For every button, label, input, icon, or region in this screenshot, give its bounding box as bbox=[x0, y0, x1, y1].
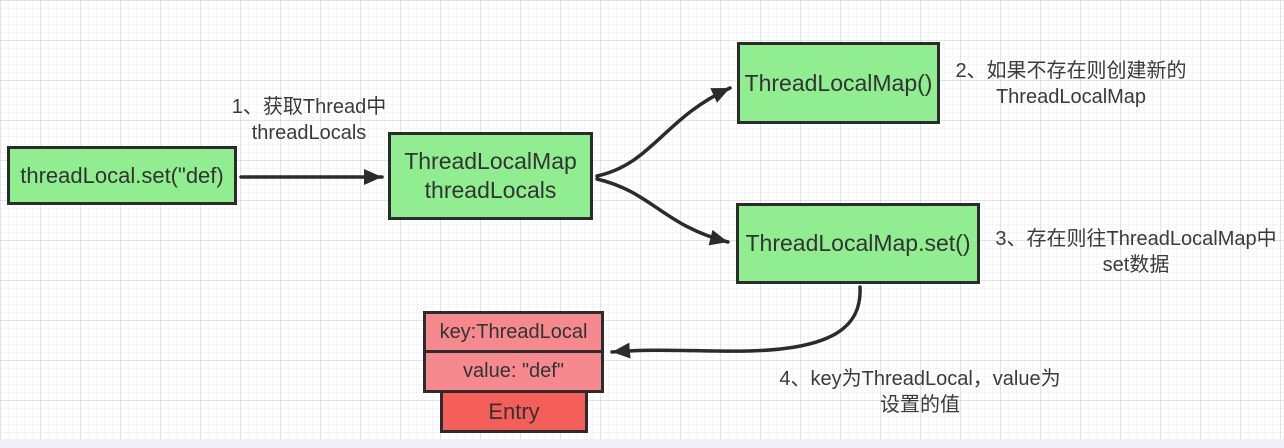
arrow-set-to-entry bbox=[610, 285, 862, 359]
node-entry: Entry bbox=[440, 390, 588, 433]
annotation-step2-line2: ThreadLocalMap bbox=[995, 86, 1147, 108]
node-threadlocal-set: threadLocal.set("def) bbox=[7, 146, 237, 205]
annotation-step3-line1: 3、存在则往ThreadLocalMap中 bbox=[995, 228, 1277, 250]
node-threadlocalmap-line2: threadLocals bbox=[424, 177, 557, 203]
annotation-step3: 3、存在则往ThreadLocalMap中 set数据 bbox=[988, 226, 1284, 278]
node-entry-key-label: key:ThreadLocal bbox=[439, 320, 588, 343]
annotation-step1-line2: threadLocals bbox=[251, 122, 367, 144]
node-entry-label: Entry bbox=[488, 398, 540, 424]
annotation-step3-line2: set数据 bbox=[1102, 254, 1170, 276]
node-threadlocalmap-set: ThreadLocalMap.set() bbox=[736, 203, 980, 284]
node-threadlocal-set-label: threadLocal.set("def) bbox=[20, 162, 224, 188]
annotation-step1: 1、获取Thread中 threadLocals bbox=[218, 94, 400, 146]
node-entry-value: value: "def" bbox=[423, 350, 604, 393]
annotation-step4-line2: 设置的值 bbox=[880, 394, 960, 416]
annotation-step4-line1: 4、key为ThreadLocal，value为 bbox=[779, 368, 1061, 390]
arrow-map-to-set bbox=[595, 177, 730, 246]
annotation-step2-line1: 2、如果不存在则创建新的 bbox=[955, 60, 1187, 82]
node-entry-value-label: value: "def" bbox=[463, 360, 564, 382]
node-threadlocalmap-line1: ThreadLocalMap bbox=[404, 148, 577, 175]
node-entry-key: key:ThreadLocal bbox=[423, 311, 604, 353]
canvas-bottom-edge bbox=[0, 439, 1284, 448]
node-threadlocalmap-threadlocals: ThreadLocalMap threadLocals bbox=[388, 132, 593, 220]
annotation-step4: 4、key为ThreadLocal，value为 设置的值 bbox=[772, 366, 1068, 418]
annotation-step1-line1: 1、获取Thread中 bbox=[231, 96, 387, 118]
node-threadlocalmap-constructor: ThreadLocalMap() bbox=[737, 42, 940, 124]
arrow-map-to-ctor bbox=[595, 86, 732, 178]
node-threadlocalmap-set-label: ThreadLocalMap.set() bbox=[745, 230, 971, 257]
node-threadlocalmap-constructor-label: ThreadLocalMap() bbox=[744, 69, 933, 96]
annotation-step2: 2、如果不存在则创建新的 ThreadLocalMap bbox=[950, 58, 1192, 110]
